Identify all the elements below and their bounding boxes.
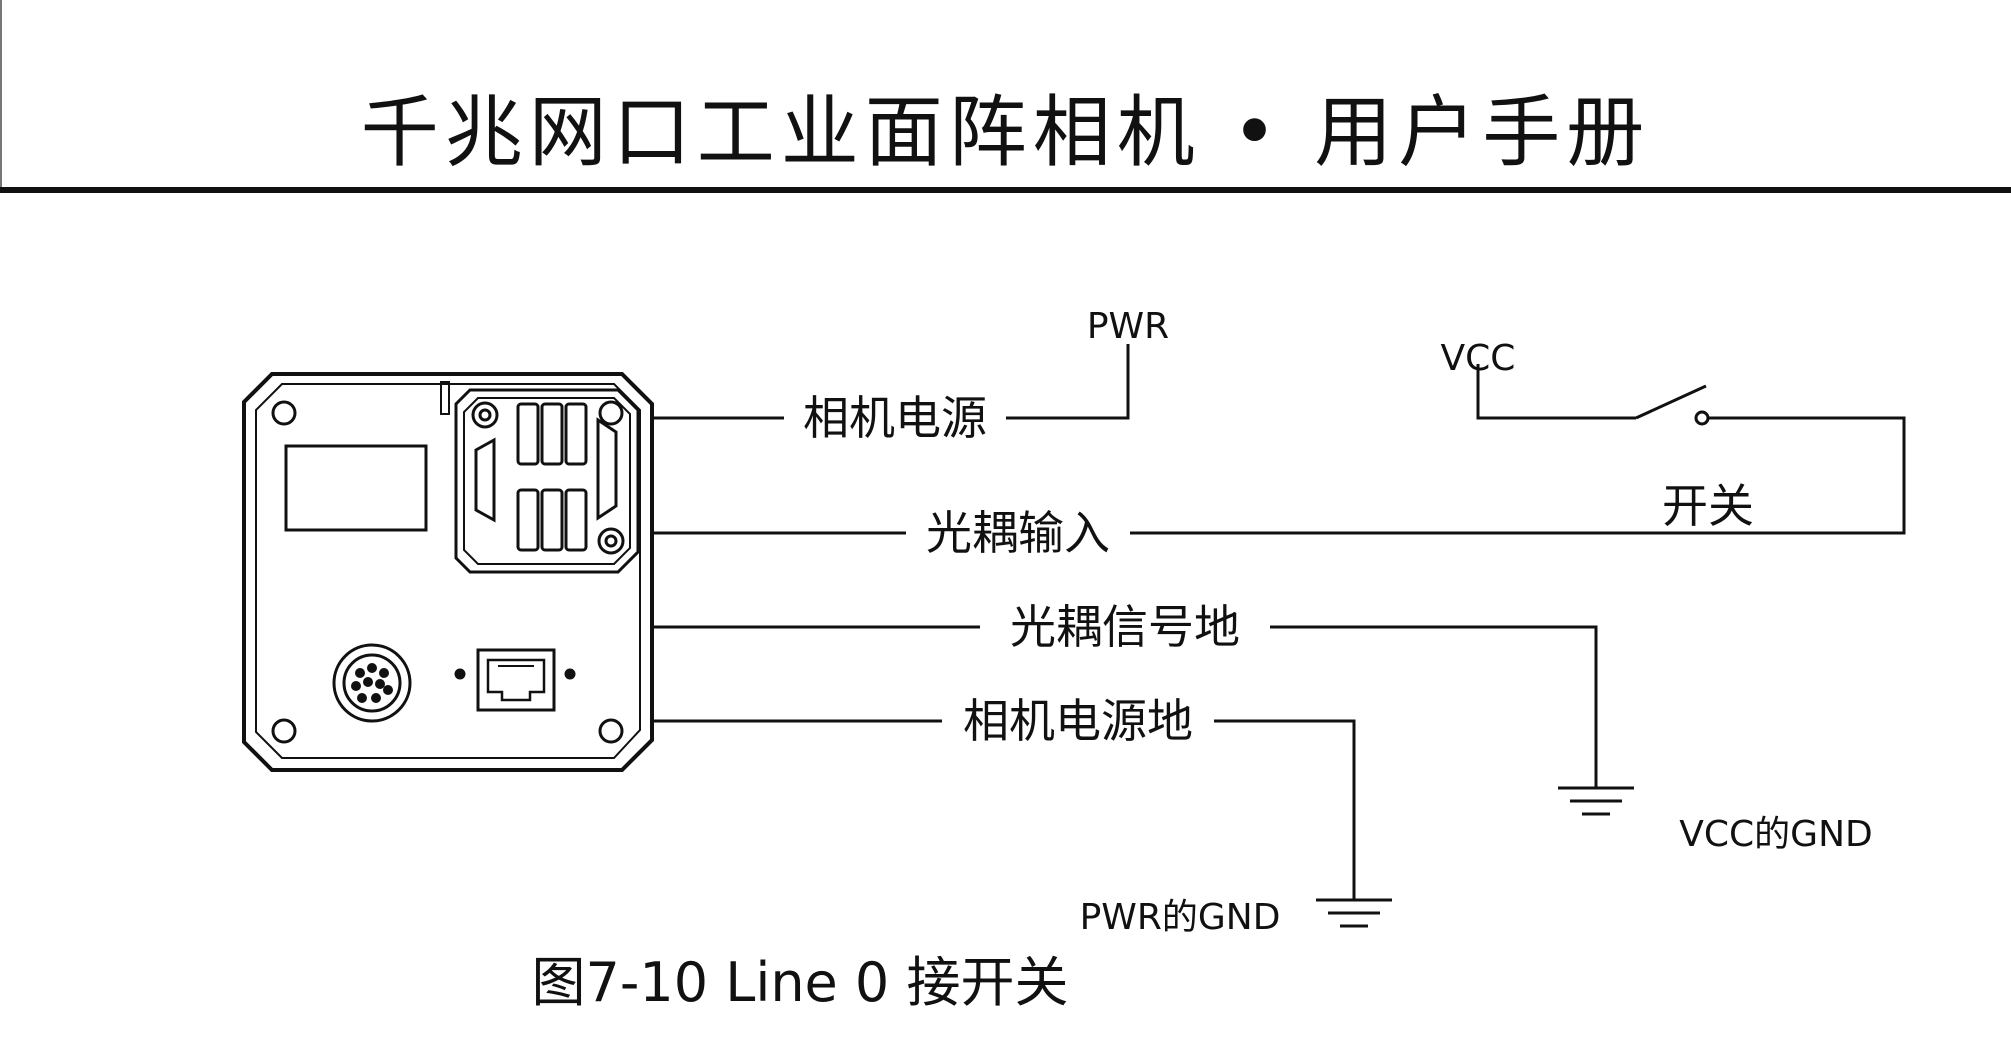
screw-bottom-left xyxy=(271,718,297,744)
label-opto-signal-ground: 光耦信号地 xyxy=(1010,600,1240,654)
header-rule xyxy=(0,187,2011,193)
page-left-border xyxy=(0,0,2,187)
screw-top-left xyxy=(271,400,297,426)
wires xyxy=(652,344,1906,900)
ground-symbol-pwr xyxy=(1316,898,1392,928)
label-vcc-gnd: VCC的GND xyxy=(1679,814,1872,855)
heatsink-screw-top xyxy=(471,401,499,429)
label-switch: 开关 xyxy=(1662,479,1754,533)
page-title: 千兆网口工业面阵相机 • 用户手册 xyxy=(360,88,1651,178)
wire-camera-gnd-right xyxy=(1214,719,1356,900)
screw-bottom-right xyxy=(598,718,624,744)
switch-contact xyxy=(1694,410,1710,426)
camera-outer-body xyxy=(242,372,654,772)
wire-opto-input-right xyxy=(1130,416,1906,535)
switch-lever xyxy=(1635,384,1707,420)
label-opto-input: 光耦输入 xyxy=(926,506,1110,560)
camera-rear-view xyxy=(242,372,654,772)
ground-symbol-vcc xyxy=(1558,786,1634,816)
screw-top-right xyxy=(598,400,624,426)
io-connector-round xyxy=(332,643,412,723)
wire-opto-gnd-right xyxy=(1270,625,1598,788)
camera-tab xyxy=(440,381,450,415)
camera-label-plate xyxy=(284,444,428,532)
label-camera-power-ground: 相机电源地 xyxy=(963,694,1193,748)
label-vcc: VCC xyxy=(1441,338,1516,379)
label-camera-power: 相机电源 xyxy=(803,391,987,445)
wire-camera-power-right xyxy=(1006,344,1130,420)
label-pwr: PWR xyxy=(1087,306,1169,347)
ethernet-port xyxy=(454,648,576,712)
figure-caption: 图7-10 Line 0 接开关 xyxy=(531,951,1069,1014)
wire-vcc xyxy=(1476,364,1636,420)
heatsink-block xyxy=(454,388,640,574)
label-pwr-gnd: PWR的GND xyxy=(1080,897,1281,938)
heatsink-screw-bottom xyxy=(597,527,625,555)
